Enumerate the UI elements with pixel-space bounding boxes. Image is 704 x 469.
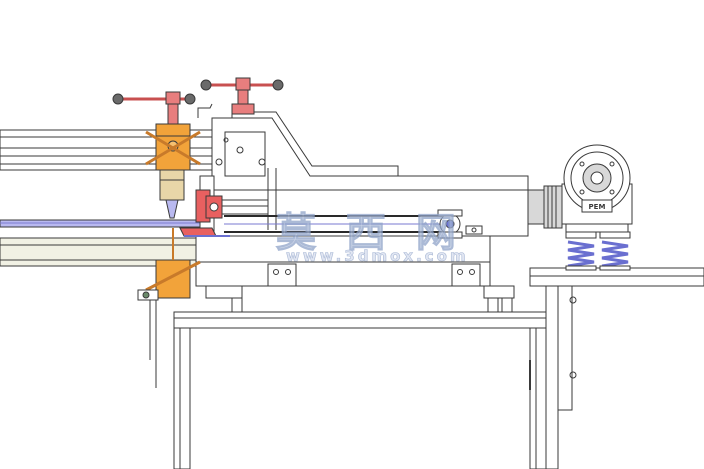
torch-nozzle xyxy=(165,199,179,219)
housing-foot-left xyxy=(267,263,297,287)
housing-foot-right xyxy=(451,263,481,287)
lower-torch-clamp xyxy=(155,259,191,299)
lower-housing xyxy=(195,235,515,313)
motor-coupling xyxy=(527,189,547,225)
guide-roller xyxy=(179,189,269,237)
carriage-body xyxy=(197,103,529,247)
spring-left xyxy=(567,240,595,268)
motor-brand-plate: PEM xyxy=(589,203,606,211)
frame-right-leg xyxy=(529,327,547,469)
frame-left-leg xyxy=(173,327,191,469)
cutting-torch xyxy=(137,123,201,388)
drive-chain xyxy=(224,209,483,239)
frame-top-beam xyxy=(173,311,555,329)
springs xyxy=(565,231,631,271)
spring-right xyxy=(601,240,629,268)
support-frame xyxy=(173,267,704,469)
hand-wheels xyxy=(112,77,284,127)
side-stand-bracket xyxy=(557,285,573,411)
handle-knob xyxy=(200,79,212,91)
handle-knob xyxy=(184,93,196,105)
side-stand-post xyxy=(545,285,559,469)
handle-knob xyxy=(112,93,124,105)
gear-motor: PEM xyxy=(527,144,633,233)
side-stand xyxy=(529,267,704,287)
handle-knob xyxy=(272,79,284,91)
